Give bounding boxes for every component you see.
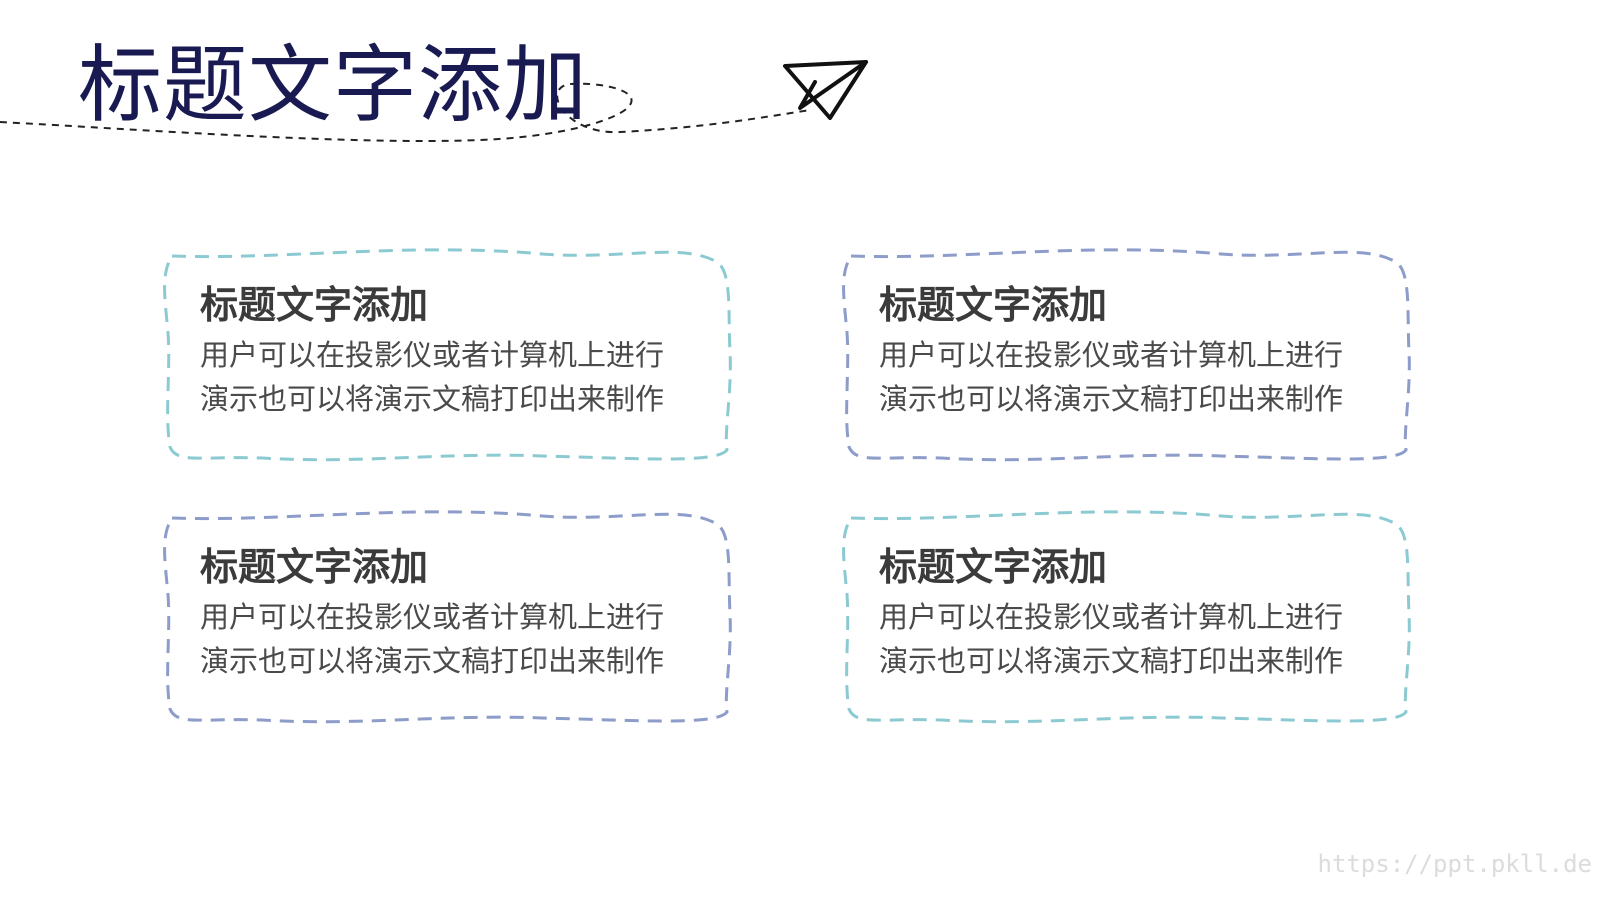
info-card-1: 标题文字添加 用户可以在投影仪或者计算机上进行 演示也可以将演示文稿打印出来制作 [162, 242, 742, 472]
info-card-2: 标题文字添加 用户可以在投影仪或者计算机上进行 演示也可以将演示文稿打印出来制作 [841, 242, 1421, 472]
dashed-border [842, 510, 1411, 724]
info-card-3: 标题文字添加 用户可以在投影仪或者计算机上进行 演示也可以将演示文稿打印出来制作 [162, 504, 742, 734]
card-title: 标题文字添加 [200, 283, 429, 327]
watermark-text: https://ppt.pkll.de [1317, 850, 1592, 878]
card-text-line-2: 演示也可以将演示文稿打印出来制作 [200, 382, 665, 416]
card-text-line-2: 演示也可以将演示文稿打印出来制作 [879, 382, 1344, 416]
card-text-line-1: 用户可以在投影仪或者计算机上进行 [879, 338, 1344, 372]
card-title: 标题文字添加 [879, 283, 1108, 327]
card-title: 标题文字添加 [879, 545, 1108, 589]
card-title: 标题文字添加 [200, 545, 429, 589]
card-text-line-1: 用户可以在投影仪或者计算机上进行 [200, 600, 665, 634]
dashed-border [163, 248, 732, 462]
info-card-4: 标题文字添加 用户可以在投影仪或者计算机上进行 演示也可以将演示文稿打印出来制作 [841, 504, 1421, 734]
paper-plane-icon [783, 60, 868, 120]
card-text-line-2: 演示也可以将演示文稿打印出来制作 [879, 644, 1344, 678]
dashed-border [163, 510, 732, 724]
card-text-line-1: 用户可以在投影仪或者计算机上进行 [200, 338, 665, 372]
card-text-line-2: 演示也可以将演示文稿打印出来制作 [200, 644, 665, 678]
page-title: 标题文字添加 [78, 36, 589, 134]
dashed-border [842, 248, 1411, 462]
card-text-line-1: 用户可以在投影仪或者计算机上进行 [879, 600, 1344, 634]
